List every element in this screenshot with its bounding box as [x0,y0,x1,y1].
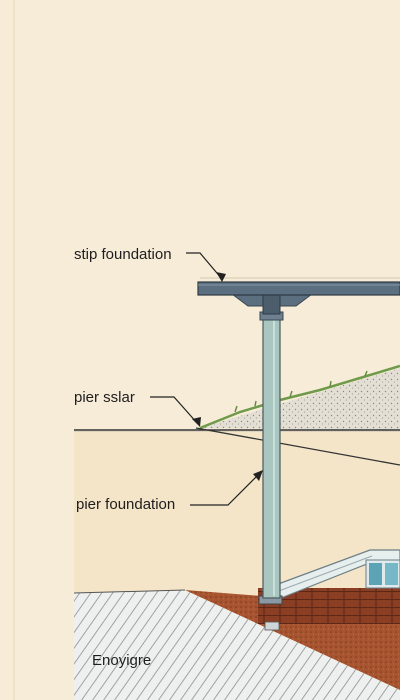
top-beam [197,281,400,296]
leader-pier-slab [150,396,199,425]
label-pier-slab: pier sslar [74,389,135,406]
stair-slab-edge [275,555,373,593]
slab-slope-line [195,427,400,466]
label-ground-caption: Enoyigre [92,652,151,669]
arrowhead-pier-slab [192,417,201,427]
bracket-stem [262,294,281,315]
grass-tufts [234,370,368,413]
label-pier-foundation: pier foundation [76,496,175,513]
hatched-ground-edge [73,589,186,594]
gravel-embankment [200,368,400,430]
column-foot [264,621,280,631]
arrowhead-pier-foundation [253,470,263,481]
leader-strip-foundation [186,252,223,280]
label-strip-foundation: stip foundation [74,246,172,263]
window-pane-right [385,563,398,585]
grass-line [199,364,400,430]
pier-column [262,317,281,599]
hatched-ground [74,590,400,700]
window-pane-left [369,563,382,585]
arrowhead-strip-foundation [216,272,226,282]
leader-pier-foundation [190,472,261,506]
